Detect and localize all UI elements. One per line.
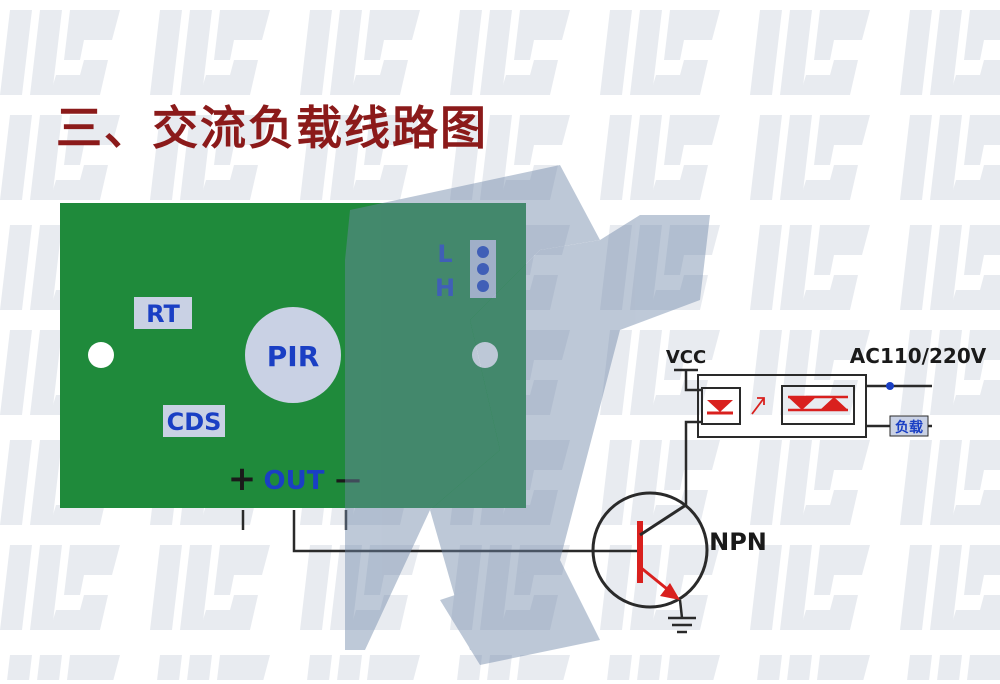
cds-label-bg (163, 405, 225, 437)
optocoupler-led-box (701, 387, 741, 425)
mounting-hole-icon (88, 342, 114, 368)
load-label: 负载 (895, 419, 923, 436)
rt-label-bg (134, 297, 192, 329)
triac-icon (788, 395, 848, 412)
collector-wire (684, 420, 702, 505)
vcc-label: VCC (666, 347, 706, 368)
pir-label: PIR (267, 340, 320, 373)
jumper-pin-icon (477, 280, 489, 292)
page-title: 三、交流负载线路图 (56, 101, 488, 155)
pir-sensor-dome (245, 307, 341, 403)
ac-node-dot (886, 382, 894, 390)
npn-transistor-icon (591, 491, 709, 619)
npn-label: NPN (709, 528, 767, 556)
out-terminal-label: OUT (264, 466, 325, 496)
rt-label: RT (146, 300, 180, 328)
jumper-h-label: H (435, 274, 455, 302)
load-box (889, 415, 929, 437)
out-to-base-wire (292, 510, 640, 553)
plus-terminal-label: + (228, 459, 257, 499)
triac-box (781, 385, 855, 425)
mounting-hole-icon (472, 342, 498, 368)
cds-label: CDS (167, 408, 222, 436)
minus-terminal-label: — (335, 465, 361, 495)
vcc-wire (684, 370, 702, 392)
jumper-l-label: L (437, 240, 452, 268)
ac-supply-label: AC110/220V (850, 344, 987, 368)
ground-icon (668, 616, 696, 634)
ssr-module (697, 374, 867, 438)
optocoupler-led-icon (707, 400, 733, 415)
jumper-pin-icon (477, 246, 489, 258)
light-arrow-icon (751, 397, 765, 415)
jumper-pin-icon (477, 263, 489, 275)
watermark-logo (345, 165, 710, 665)
